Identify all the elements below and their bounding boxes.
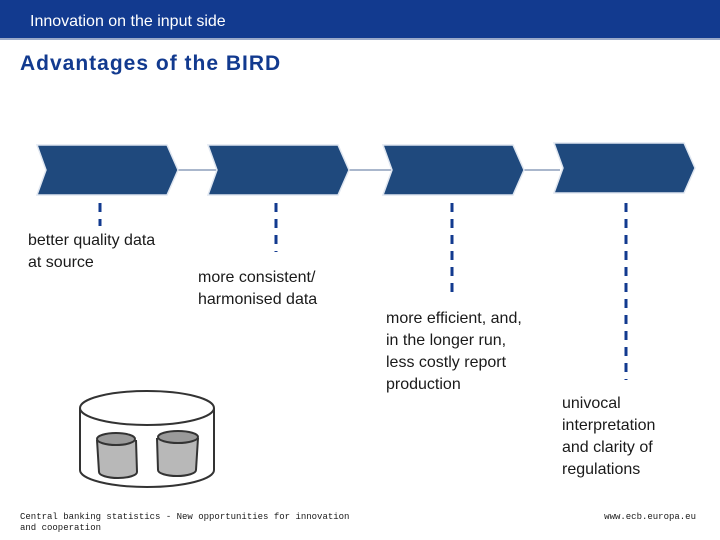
benefit-4-line-2: interpretation — [562, 417, 656, 434]
benefit-4-line-4: regulations — [562, 461, 641, 478]
slide-title: Advantages of the BIRD — [20, 52, 282, 75]
benefit-2-line-2: harmonised data — [198, 291, 318, 308]
benefit-3: more efficient, and, in the longer run, … — [386, 308, 522, 396]
benefit-4-line-1: univocal — [562, 395, 621, 412]
footer-caption: Central banking statistics - New opportu… — [20, 512, 349, 534]
benefit-2-line-1: more consistent/ — [198, 269, 316, 286]
footer-url[interactable]: www.ecb.europa.eu — [604, 512, 696, 522]
benefit-4-line-3: and clarity of — [562, 439, 653, 456]
database-icon — [79, 390, 215, 488]
chevron-step-1 — [35, 144, 179, 196]
chevron-step-2 — [206, 144, 350, 196]
benefit-2: more consistent/ harmonised data — [198, 267, 317, 311]
chevron-step-4 — [552, 142, 696, 194]
footer-caption-line-2: and cooperation — [20, 523, 102, 533]
header-bar: Innovation on the input side — [0, 0, 720, 38]
footer-caption-line-1: Central banking statistics - New opportu… — [20, 512, 350, 522]
benefit-3-line-2: in the longer run, — [386, 332, 507, 349]
benefit-3-line-1: more efficient, and, — [386, 310, 522, 327]
chevron-step-3 — [381, 144, 525, 196]
benefit-4: univocal interpretation and clarity of r… — [562, 393, 655, 481]
benefit-3-line-3: less costly report — [386, 354, 507, 371]
benefit-3-line-4: production — [386, 376, 461, 393]
benefit-1-line-1: better quality data — [28, 232, 156, 249]
header-divider — [0, 38, 720, 40]
benefit-1-line-2: at source — [28, 254, 94, 271]
benefit-1: better quality data at source — [28, 230, 155, 274]
section-title: Innovation on the input side — [30, 13, 226, 30]
